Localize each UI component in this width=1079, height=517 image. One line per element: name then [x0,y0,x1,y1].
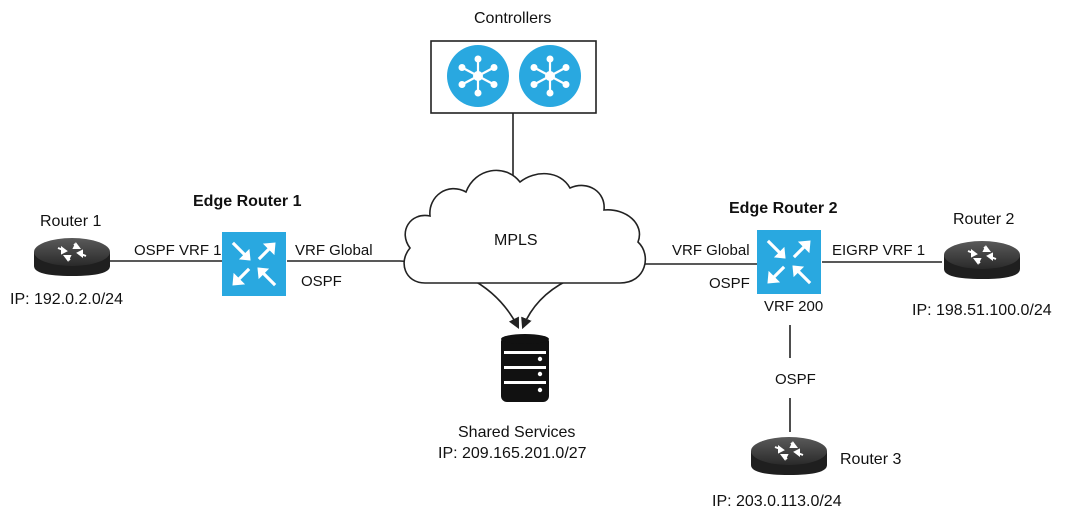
edge-router2-name: Edge Router 2 [729,200,838,217]
edge-router1-name: Edge Router 1 [193,193,302,210]
edge-router2-left-link: VRF Global [672,242,750,259]
edge-router1-left-link: OSPF VRF 1 [134,242,222,259]
mpls-label: MPLS [494,232,538,249]
edge-router1-right-link: VRF Global [295,242,373,259]
router2-ip: IP: 198.51.100.0/24 [912,302,1052,319]
shared-services-ip: IP: 209.165.201.0/27 [438,445,587,462]
edge-router2-left-proto: OSPF [709,275,750,292]
router-icon [943,240,1021,280]
router1-ip: IP: 192.0.2.0/24 [10,291,123,308]
controller-icon [517,43,583,109]
router3-name: Router 3 [840,451,902,468]
router2-name: Router 2 [953,211,1015,228]
controllers-title: Controllers [474,10,552,27]
switch-icon [220,230,288,298]
router-icon [750,436,828,476]
router3-link-proto: OSPF [775,371,816,388]
edge-router1-right-proto: OSPF [301,273,342,290]
edge-router2-bottom-link: VRF 200 [764,298,824,315]
controller-icon [445,43,511,109]
router1-name: Router 1 [40,213,102,230]
shared-services-name: Shared Services [458,424,576,441]
router-icon [33,237,111,277]
database-icon [501,334,549,402]
edge-router2-right-link: EIGRP VRF 1 [832,242,926,259]
mpls-cloud [403,169,647,284]
switch-icon [755,228,823,296]
router3-ip: IP: 203.0.113.0/24 [712,493,842,510]
